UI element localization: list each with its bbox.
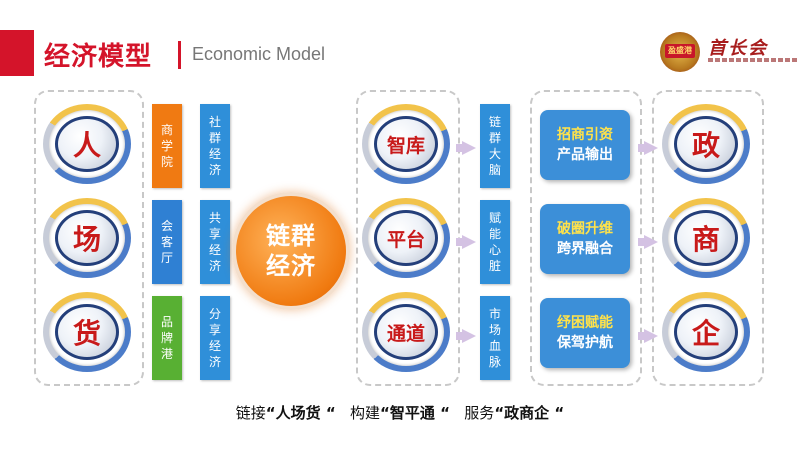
circle-goods: 货 — [43, 292, 131, 372]
logo-badge: 盈盛港 — [665, 44, 695, 58]
label-market-vein: 市 场 血 脉 — [480, 296, 510, 380]
arrow-right-icon — [644, 141, 658, 155]
label-empower-heart: 赋 能 心 脏 — [480, 200, 510, 284]
arrow-right-icon — [644, 235, 658, 249]
card-highlight: 纾困赋能 — [557, 315, 613, 331]
box-share-economy: 分 享 经 济 — [200, 296, 230, 380]
box-sharing-economy: 共 享 经 济 — [200, 200, 230, 284]
summary-highlight: “人场货 “ — [265, 404, 336, 422]
label-char: 经 — [208, 243, 221, 257]
center-line: 链群 — [266, 222, 316, 250]
page-title: 经济模型 — [44, 42, 153, 72]
label-char: 能 — [488, 227, 501, 241]
circle-people: 人 — [43, 104, 131, 184]
arrow-shaft — [456, 238, 464, 246]
label-chain-brain: 链 群 大 脑 — [480, 104, 510, 188]
card-investment: 招商引资 产品输出 — [540, 110, 630, 180]
center-line: 经济 — [266, 252, 316, 280]
label-char: 济 — [208, 355, 221, 369]
arrow-right-icon — [462, 235, 476, 249]
label-char: 享 — [208, 227, 221, 241]
label-char: 脑 — [488, 163, 501, 177]
label-char: 脏 — [488, 259, 501, 273]
circle-label: 通道 — [374, 304, 438, 360]
label-char: 群 — [208, 131, 221, 145]
circle-label: 商 — [674, 210, 738, 266]
label-char: 客 — [160, 235, 173, 249]
label-char: 厅 — [160, 251, 173, 265]
label-char: 群 — [488, 131, 501, 145]
label-char: 链 — [488, 115, 501, 129]
label-char: 学 — [160, 139, 173, 153]
arrow-right-icon — [644, 329, 658, 343]
card-cross-border: 破圈升维 跨界融合 — [540, 204, 630, 274]
arrow-right-icon — [462, 329, 476, 343]
label-char: 大 — [488, 147, 501, 161]
label-char: 牌 — [160, 331, 173, 345]
circle-government: 政 — [662, 104, 750, 184]
label-char: 经 — [208, 147, 221, 161]
summary-line: 链接“人场货 “ 构建“智平通 “ 服务“政商企 “ — [0, 402, 800, 423]
label-char: 市 — [488, 307, 501, 321]
circle-venue: 场 — [43, 198, 131, 278]
card-text: 保驾护航 — [557, 335, 613, 351]
label-char: 品 — [160, 315, 173, 329]
circle-commerce: 商 — [662, 198, 750, 278]
arrow-shaft — [638, 144, 646, 152]
label-reception-hall: 会 客 厅 — [152, 200, 182, 284]
label-char: 共 — [208, 211, 221, 225]
label-char: 脉 — [488, 355, 501, 369]
arrow-shaft — [456, 144, 464, 152]
label-char: 场 — [488, 323, 501, 337]
label-business-school: 商 学 院 — [152, 104, 182, 188]
header-accent-bar — [0, 30, 34, 76]
label-char: 赋 — [488, 211, 501, 225]
arrow-shaft — [638, 238, 646, 246]
arrow-right-icon — [462, 141, 476, 155]
label-char: 分 — [208, 307, 221, 321]
circle-label: 政 — [674, 116, 738, 172]
circle-enterprise: 企 — [662, 292, 750, 372]
label-char: 院 — [160, 155, 173, 169]
summary-text: 链接 — [235, 404, 266, 422]
group-box-left — [34, 90, 144, 386]
card-relief: 纾困赋能 保驾护航 — [540, 298, 630, 368]
circle-think-tank: 智库 — [362, 104, 450, 184]
circle-channel: 通道 — [362, 292, 450, 372]
logo-script: 首长会 — [708, 38, 768, 59]
arrow-shaft — [638, 332, 646, 340]
center-chain-economy: 链群 经济 — [232, 192, 350, 310]
label-char: 港 — [160, 347, 173, 361]
label-brand-port: 品 牌 港 — [152, 296, 182, 380]
circle-label: 场 — [55, 210, 119, 266]
circle-label: 智库 — [374, 116, 438, 172]
card-highlight: 破圈升维 — [557, 221, 613, 237]
label-char: 济 — [208, 163, 221, 177]
arrow-shaft — [456, 332, 464, 340]
box-community-economy: 社 群 经 济 — [200, 104, 230, 188]
card-text: 产品输出 — [557, 147, 613, 163]
label-char: 血 — [488, 339, 501, 353]
label-char: 商 — [160, 123, 173, 137]
title-divider — [178, 41, 181, 69]
circle-label: 人 — [55, 116, 119, 172]
summary-highlight: “政商企 “ — [494, 404, 565, 422]
circle-platform: 平台 — [362, 198, 450, 278]
page-subtitle: Economic Model — [192, 44, 326, 64]
circle-label: 企 — [674, 304, 738, 360]
label-char: 心 — [488, 243, 501, 257]
label-char: 济 — [208, 259, 221, 273]
label-char: 社 — [208, 115, 221, 129]
label-char: 会 — [160, 219, 173, 233]
circle-label: 平台 — [374, 210, 438, 266]
summary-highlight: “智平通 “ — [380, 404, 450, 422]
logo-underline — [708, 58, 798, 62]
card-highlight: 招商引资 — [557, 127, 613, 143]
label-char: 享 — [208, 323, 221, 337]
label-char: 经 — [208, 339, 221, 353]
summary-text: 服务 — [464, 404, 495, 422]
summary-text: 构建 — [350, 404, 381, 422]
card-text: 跨界融合 — [557, 241, 613, 257]
circle-label: 货 — [55, 304, 119, 360]
